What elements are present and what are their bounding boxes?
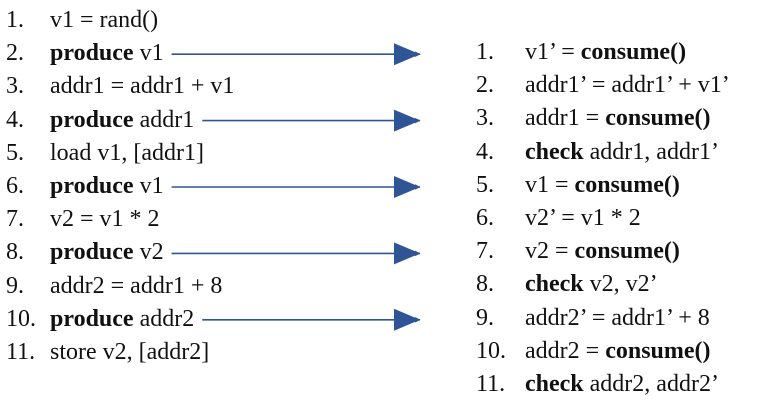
consumer-line-number: 1. (476, 39, 494, 65)
consumer-code-text: v2 = (525, 238, 575, 265)
producer-line-4: 4. produce addr1 (6, 103, 194, 137)
producer-line-6: 6. produce v1 (6, 169, 164, 203)
consumer-line-number: 2. (476, 72, 494, 99)
consumer-line-number: 8. (476, 271, 494, 298)
producer-line-number: 10. (6, 305, 36, 332)
producer-keyword: produce (50, 305, 134, 332)
consumer-line-8: 8. check v2, v2’ (476, 267, 658, 301)
producer-code-text: load v1, [addr1] (50, 139, 204, 166)
consumer-line-number: 5. (476, 171, 494, 198)
consumer-code-text: addr1 = (525, 105, 606, 132)
producer-line-2: 2. produce v1 (6, 36, 164, 70)
producer-line-9: 9. addr2 = addr1 + 8 (6, 269, 222, 303)
arrow-head-5 (394, 308, 420, 331)
arrow-head-3 (394, 176, 420, 198)
consumer-line-2: 2. addr1’ = addr1’ + v1’ (476, 68, 730, 102)
producer-line-number: 7. (6, 206, 24, 233)
consumer-code-text: addr1’ = addr1’ + v1’ (525, 72, 730, 99)
producer-code-text: addr2 = addr1 + 8 (50, 272, 223, 299)
consumer-code-text: v2’ = v1 * 2 (525, 205, 641, 231)
producer-keyword: produce (50, 239, 134, 266)
producer-line-10: 10. produce addr2 (6, 302, 194, 336)
producer-code-text: addr2 (133, 305, 195, 332)
arrow-head-2 (394, 109, 420, 132)
consumer-keyword: consume() (574, 171, 680, 198)
consumer-line-4: 4. check addr1, addr1’ (476, 135, 719, 169)
arrow-head-1 (394, 43, 420, 66)
producer-code-text: v2 (133, 239, 164, 266)
producer-line-number: 1. (6, 7, 24, 33)
consumer-line-6: 6. v2’ = v1 * 2 (476, 201, 641, 235)
consumer-line-number: 6. (476, 205, 494, 231)
consumer-line-9: 9. addr2’ = addr1’ + 8 (476, 301, 710, 335)
consumer-line-number: 10. (476, 337, 506, 364)
consumer-code-text: addr2 = (525, 337, 606, 364)
producer-line-number: 3. (6, 73, 24, 100)
consumer-line-5: 5. v1 = consume() (476, 168, 680, 202)
producer-line-11: 11. store v2, [addr2] (6, 335, 209, 369)
producer-code-text: addr1 = addr1 + v1 (50, 73, 235, 100)
consumer-code-text: addr2, addr2’ (583, 371, 719, 397)
arrow-head-4 (394, 242, 420, 265)
producer-line-number: 5. (6, 139, 24, 166)
consumer-keyword: check (525, 371, 584, 397)
consumer-code-text: v1’ = (525, 39, 581, 65)
consumer-line-7: 7. v2 = consume() (476, 234, 680, 268)
producer-code-text: v1 (133, 40, 164, 67)
producer-line-number: 6. (6, 173, 24, 199)
producer-line-number: 4. (6, 106, 24, 133)
consumer-keyword: check (525, 271, 584, 298)
consumer-keyword: consume() (580, 39, 687, 65)
consumer-code-text: addr2’ = addr1’ + 8 (525, 304, 710, 331)
producer-line-5: 5. load v1, [addr1] (6, 136, 204, 170)
consumer-line-number: 3. (476, 105, 494, 132)
consumer-line-number: 11. (476, 371, 506, 397)
producer-line-7: 7. v2 = v1 * 2 (6, 202, 160, 236)
producer-code-text: v1 (133, 173, 164, 199)
consumer-line-number: 9. (476, 304, 494, 331)
consumer-line-number: 4. (476, 138, 494, 165)
producer-line-3: 3. addr1 = addr1 + v1 (6, 69, 234, 103)
consumer-code-text: v2, v2’ (583, 271, 658, 298)
consumer-line-10: 10. addr2 = consume() (476, 334, 711, 368)
consumer-code-text: addr1, addr1’ (583, 138, 719, 165)
producer-line-number: 11. (6, 339, 36, 365)
consumer-code-text: v1 = (525, 171, 575, 198)
producer-line-1: 1. v1 = rand() (6, 3, 158, 37)
producer-keyword: produce (50, 106, 134, 133)
consumer-keyword: consume() (605, 105, 711, 132)
producer-line-8: 8. produce v2 (6, 235, 164, 269)
consumer-line-3: 3. addr1 = consume() (476, 101, 711, 135)
consumer-line-1: 1. v1’ = consume() (476, 35, 686, 69)
producer-code-text: store v2, [addr2] (50, 339, 210, 365)
producer-keyword: produce (50, 173, 134, 199)
producer-line-number: 8. (6, 239, 24, 266)
consumer-line-11: 11. check addr2, addr2’ (476, 367, 719, 401)
producer-line-number: 2. (6, 40, 24, 67)
consumer-keyword: consume() (605, 337, 711, 364)
consumer-keyword: consume() (574, 238, 680, 265)
producer-code-text: addr1 (133, 106, 195, 133)
consumer-keyword: check (525, 138, 584, 165)
producer-code-text: v1 = rand() (50, 7, 159, 33)
producer-keyword: produce (50, 40, 134, 67)
consumer-line-number: 7. (476, 238, 494, 265)
producer-line-number: 9. (6, 272, 24, 299)
producer-code-text: v2 = v1 * 2 (50, 206, 160, 233)
